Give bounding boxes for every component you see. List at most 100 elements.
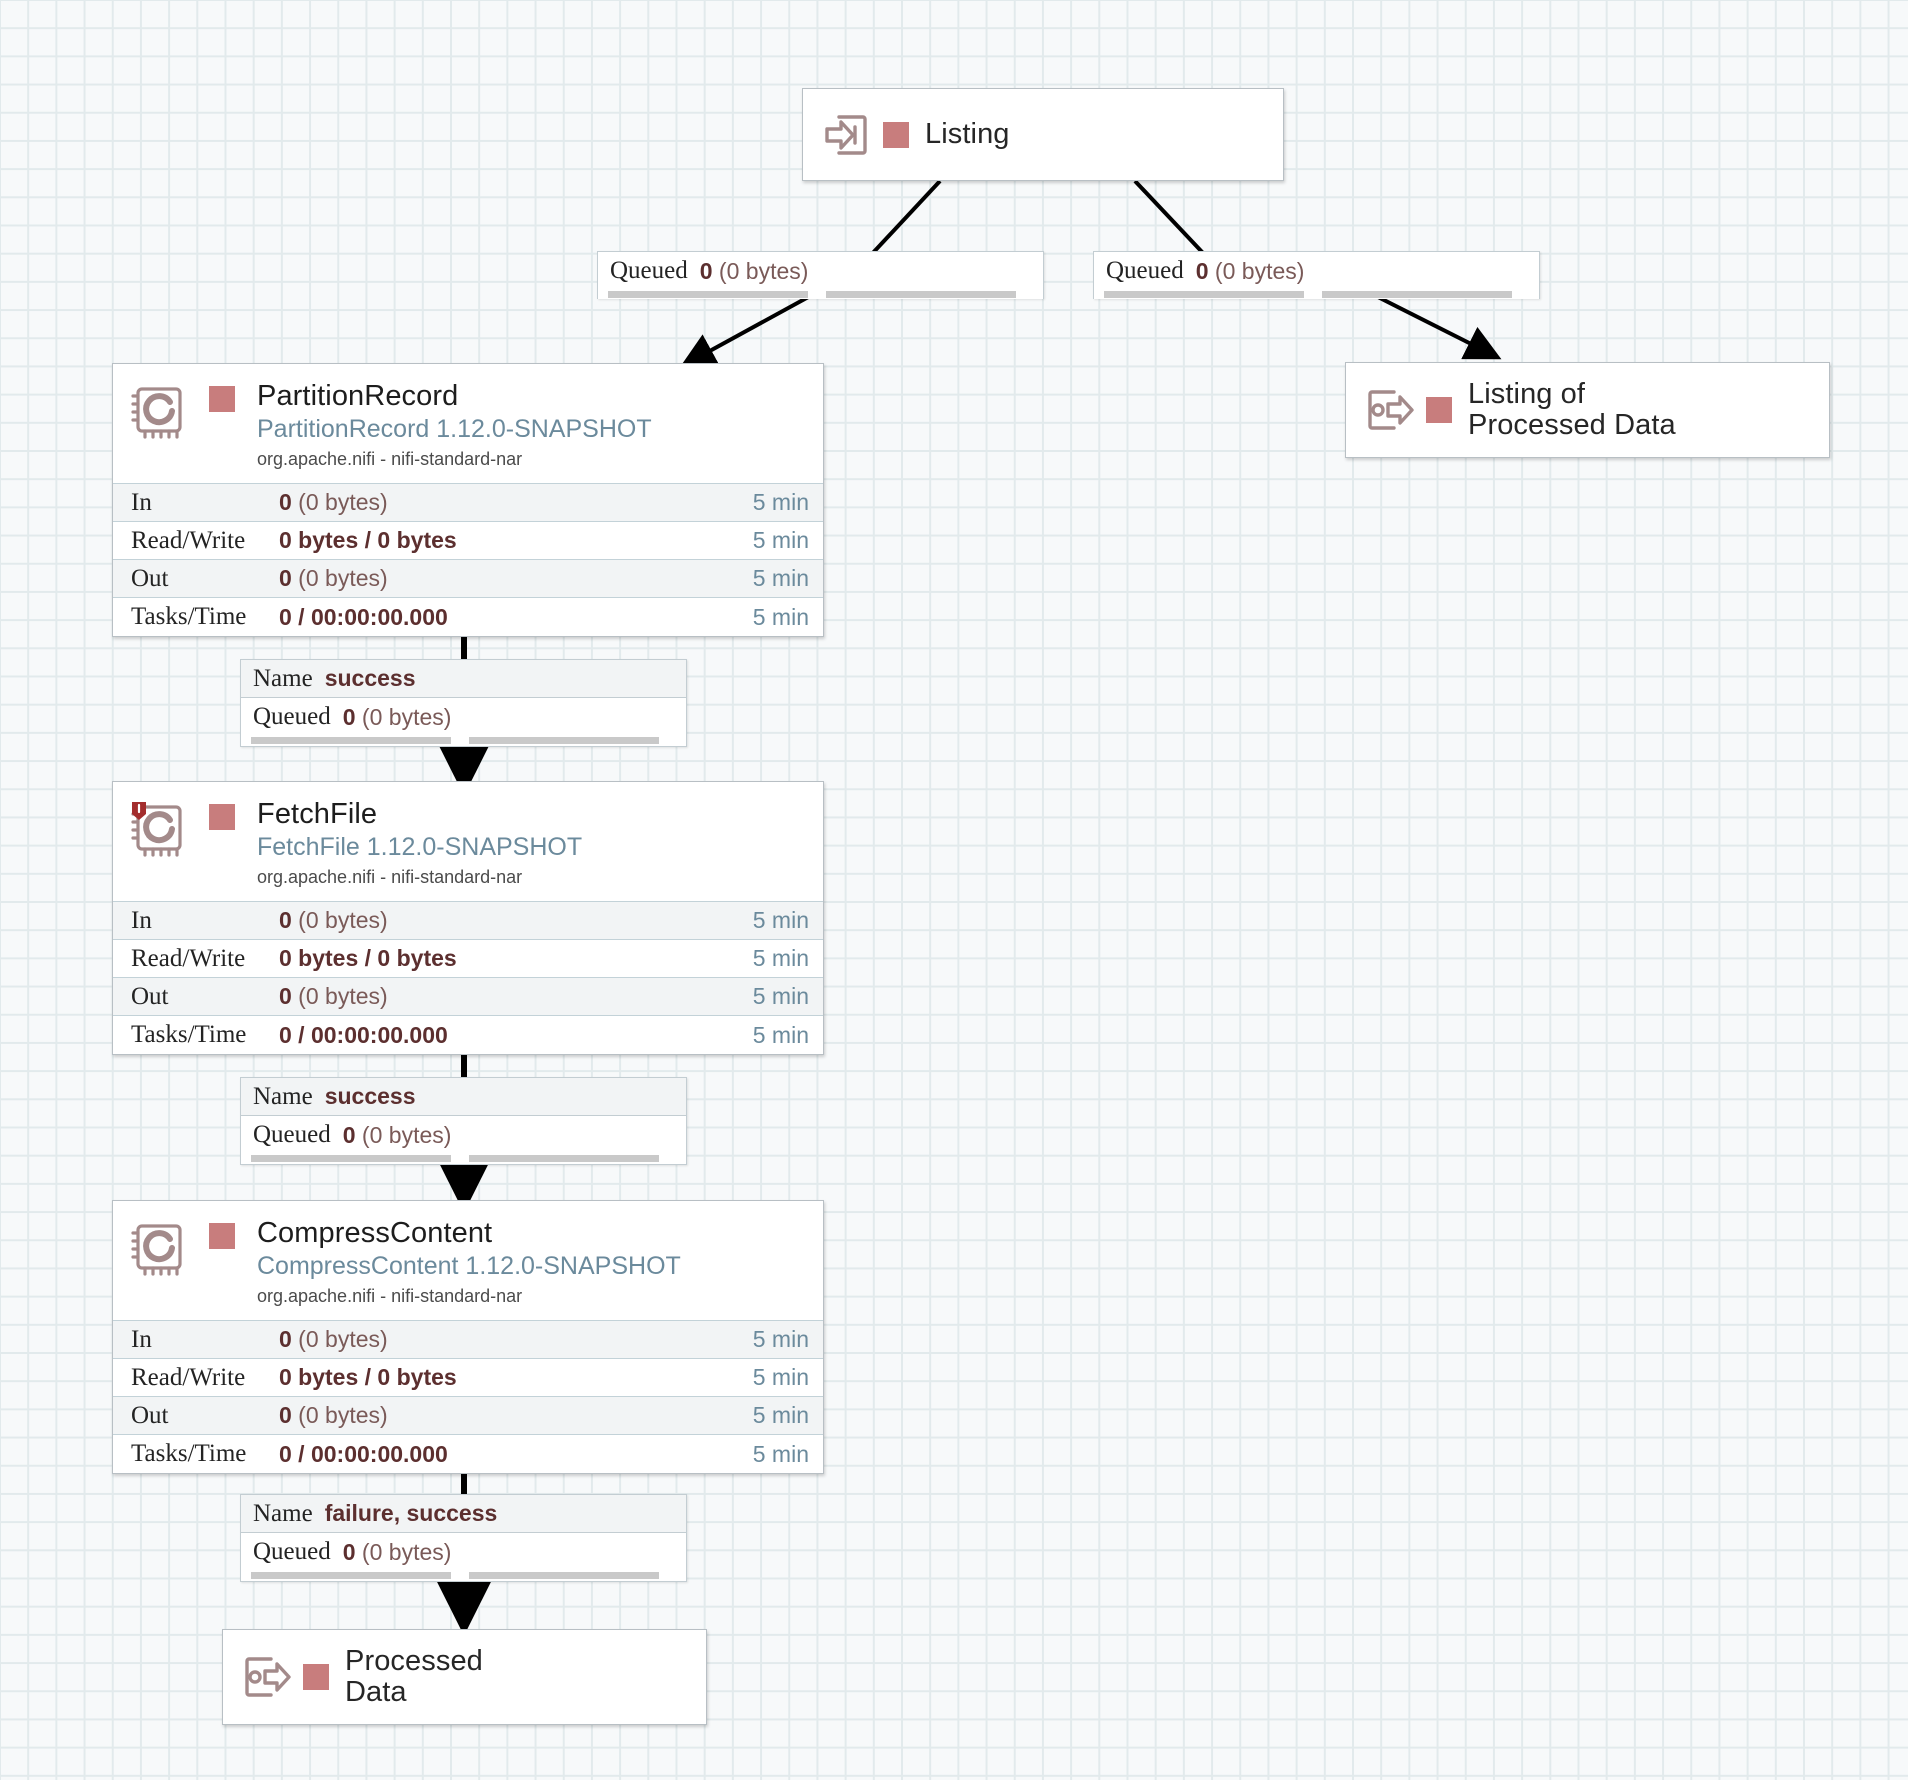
stat-time: 5 min <box>752 1402 809 1429</box>
status-indicator-stopped <box>209 804 235 830</box>
stat-value: 0 (0 bytes) <box>279 565 388 592</box>
stat-time: 5 min <box>752 565 809 592</box>
stat-row-in: In 0 (0 bytes) 5 min <box>113 1321 823 1360</box>
stat-value: 0 / 00:00:00.000 <box>279 603 448 630</box>
stat-value: 0 bytes / 0 bytes <box>279 945 457 972</box>
stat-row-tasks-time: Tasks/Time 0 / 00:00:00.000 5 min <box>113 598 823 637</box>
queue-gauges <box>1094 290 1539 299</box>
queued-value: 0 (0 bytes) <box>342 1121 452 1148</box>
queued-value: 0 (0 bytes) <box>342 703 452 730</box>
connection-name-row: Name success <box>241 660 686 698</box>
queue-gauges <box>241 1154 686 1163</box>
stat-value: 0 (0 bytes) <box>279 489 388 516</box>
stat-value: 0 (0 bytes) <box>279 1402 388 1429</box>
stat-time: 5 min <box>752 945 809 972</box>
output-port-label: Processed Data <box>345 1644 483 1708</box>
queued-key: Queued <box>253 703 331 730</box>
input-port-listing[interactable]: Listing <box>802 88 1284 181</box>
connection-compresscontent-to-processed-data[interactable]: Name failure, success Queued 0 (0 bytes) <box>240 1494 687 1582</box>
stat-value: 0 (0 bytes) <box>279 983 388 1010</box>
stat-time: 5 min <box>752 1440 809 1467</box>
queue-count-gauge <box>251 1155 451 1162</box>
stat-row-tasks-time: Tasks/Time 0 / 00:00:00.000 5 min <box>113 1435 823 1474</box>
name-value: success <box>324 665 416 691</box>
stat-label: Read/Write <box>131 944 246 972</box>
queue-size-gauge <box>469 1572 659 1579</box>
queued-value: 0 (0 bytes) <box>699 257 809 284</box>
connection-listing-to-partitionrecord[interactable]: Queued 0 (0 bytes) <box>597 251 1044 299</box>
connection-listing-to-listing-of-processed-data[interactable]: Queued 0 (0 bytes) <box>1093 251 1540 299</box>
status-indicator-stopped <box>209 1223 235 1249</box>
queued-value: 0 (0 bytes) <box>1195 257 1305 284</box>
queued-key: Queued <box>253 1121 331 1148</box>
stat-time: 5 min <box>752 1364 809 1391</box>
queue-count-gauge <box>1104 291 1304 298</box>
name-key: Name <box>253 1082 313 1110</box>
connection-partitionrecord-to-fetchfile[interactable]: Name success Queued 0 (0 bytes) <box>240 659 687 747</box>
stat-value: 0 / 00:00:00.000 <box>279 1440 448 1467</box>
stat-value: 0 bytes / 0 bytes <box>279 1364 457 1391</box>
stat-label: Tasks/Time <box>131 1021 247 1049</box>
stat-row-read-write: Read/Write 0 bytes / 0 bytes 5 min <box>113 522 823 561</box>
processor-bundle: org.apache.nifi - nifi-standard-nar <box>257 1285 523 1306</box>
processor-header: CompressContent CompressContent 1.12.0-S… <box>113 1201 823 1321</box>
queue-count-gauge <box>251 1572 451 1579</box>
stat-label: Read/Write <box>131 526 246 554</box>
stat-row-out: Out 0 (0 bytes) 5 min <box>113 560 823 599</box>
queued-value: 0 (0 bytes) <box>342 1538 452 1565</box>
stat-label: Read/Write <box>131 1363 246 1391</box>
queue-size-gauge <box>469 1155 659 1162</box>
connection-queued-row: Queued 0 (0 bytes) <box>1094 252 1539 290</box>
processor-bundle: org.apache.nifi - nifi-standard-nar <box>257 448 523 469</box>
stat-label: Out <box>131 564 169 592</box>
processor-compresscontent[interactable]: CompressContent CompressContent 1.12.0-S… <box>112 1200 824 1475</box>
processor-icon <box>129 800 191 862</box>
status-indicator-stopped <box>303 1664 329 1690</box>
processor-bundle: org.apache.nifi - nifi-standard-nar <box>257 866 523 887</box>
stat-time: 5 min <box>752 489 809 516</box>
queued-key: Queued <box>253 1538 331 1565</box>
stat-label: Out <box>131 1401 169 1429</box>
stat-row-out: Out 0 (0 bytes) 5 min <box>113 978 823 1017</box>
connection-fetchfile-to-compresscontent[interactable]: Name success Queued 0 (0 bytes) <box>240 1077 687 1165</box>
queue-count-gauge <box>608 291 808 298</box>
queued-suffix: (0 bytes) <box>712 257 809 284</box>
queue-gauges <box>241 736 686 745</box>
output-port-label: Listing of Processed Data <box>1468 377 1676 441</box>
stat-value: 0 (0 bytes) <box>279 907 388 934</box>
processor-type: CompressContent 1.12.0-SNAPSHOT <box>257 1252 681 1281</box>
processor-partitionrecord[interactable]: PartitionRecord PartitionRecord 1.12.0-S… <box>112 363 824 638</box>
processor-icon <box>129 382 191 444</box>
connection-queued-row: Queued 0 (0 bytes) <box>241 1116 686 1154</box>
processor-header: FetchFile FetchFile 1.12.0-SNAPSHOT org.… <box>113 782 823 902</box>
processor-fetchfile[interactable]: FetchFile FetchFile 1.12.0-SNAPSHOT org.… <box>112 781 824 1056</box>
connection-queued-row: Queued 0 (0 bytes) <box>241 1533 686 1571</box>
queue-size-gauge <box>469 737 659 744</box>
queue-gauges <box>241 1571 686 1580</box>
stat-label: In <box>131 906 152 934</box>
stat-row-tasks-time: Tasks/Time 0 / 00:00:00.000 5 min <box>113 1016 823 1055</box>
stat-label: Tasks/Time <box>131 1440 247 1468</box>
status-indicator-stopped <box>209 386 235 412</box>
queue-size-gauge <box>826 291 1016 298</box>
name-value: success <box>324 1083 416 1109</box>
stat-value: 0 bytes / 0 bytes <box>279 527 457 554</box>
stat-label: Tasks/Time <box>131 603 247 631</box>
stat-label: In <box>131 1325 152 1353</box>
connection-queued-row: Queued 0 (0 bytes) <box>598 252 1043 290</box>
processor-type: PartitionRecord 1.12.0-SNAPSHOT <box>257 415 652 444</box>
queue-count-gauge <box>251 737 451 744</box>
stat-row-in: In 0 (0 bytes) 5 min <box>113 484 823 523</box>
output-port-icon <box>237 1649 293 1705</box>
stat-row-in: In 0 (0 bytes) 5 min <box>113 902 823 941</box>
output-port-listing-of-processed-data[interactable]: Listing of Processed Data <box>1345 362 1830 458</box>
stat-time: 5 min <box>752 907 809 934</box>
status-indicator-stopped <box>1426 397 1452 423</box>
output-port-icon <box>1360 382 1416 438</box>
processor-stats: In 0 (0 bytes) 5 min Read/Write 0 bytes … <box>113 483 823 637</box>
stat-label: In <box>131 488 152 516</box>
stat-row-out: Out 0 (0 bytes) 5 min <box>113 1397 823 1436</box>
output-port-processed-data[interactable]: Processed Data <box>222 1629 707 1725</box>
stat-time: 5 min <box>752 1326 809 1353</box>
